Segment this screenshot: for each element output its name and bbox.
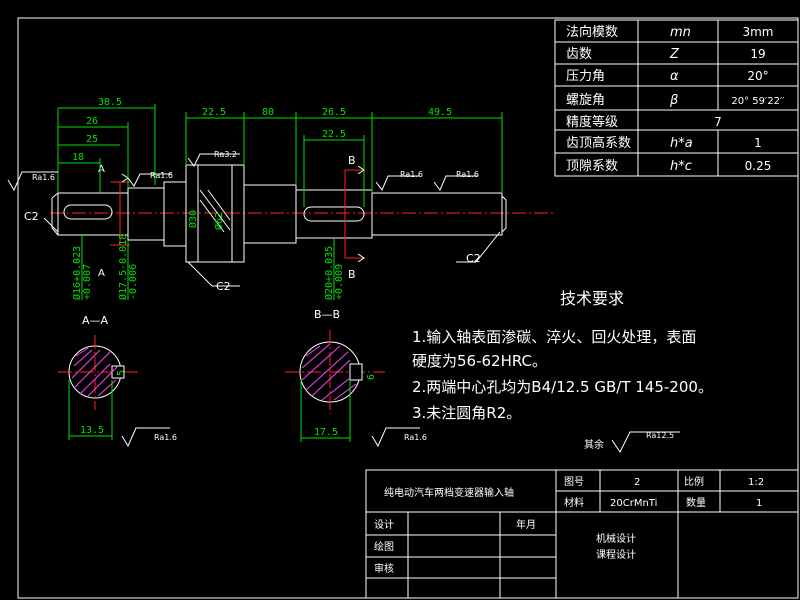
gear-parameter-table: 法向模数 mn 3mm 齿数 Z 19 压力角 α 20° 螺旋角 β 20° 59′22′′ 精度等级… xyxy=(554,19,799,177)
param-name: 齿数 xyxy=(566,47,592,62)
roughness-bb: Ra1.6 xyxy=(404,433,427,442)
param-name: 压力角 xyxy=(566,69,605,84)
param-symbol: h*c xyxy=(670,159,692,174)
tech-title: 技术要求 xyxy=(560,289,624,308)
dim-80: 80 xyxy=(262,107,274,118)
dim-aa-5: 5 xyxy=(116,370,127,376)
dimension-lines: 38.5 26 25 18 22.5 80 26.5 22.5 49.5 Ø16… xyxy=(57,97,503,300)
roughness-symbols: Ra1.6 Ra1.6 Ra3.2 Ra1.6 Ra1.6 Ra1.6 Ra1.… xyxy=(7,150,680,453)
tech-line-4: 3.未注圆角R2。 xyxy=(412,404,521,422)
dim-17-5: 17.5 xyxy=(314,427,338,438)
dim-26: 26 xyxy=(86,116,98,127)
dim-26-5: 26.5 xyxy=(322,107,346,118)
dim-d17-5: Ø17.5-0.018-0.006 xyxy=(117,234,139,300)
param-symbol: Z xyxy=(669,47,680,62)
dim-d62: Ø62 xyxy=(213,212,225,230)
section-b-b: B—B 17.5 6 xyxy=(285,308,385,442)
drawing-frame xyxy=(17,17,799,599)
tech-line-3: 2.两端中心孔均为B4/12.5 GB/T 145-200。 xyxy=(412,378,713,396)
section-label-b-bottom: B xyxy=(348,268,356,281)
dim-49-5: 49.5 xyxy=(428,107,452,118)
param-value: 20° 59′22′′ xyxy=(731,96,785,107)
dim-bb-6: 6 xyxy=(366,374,377,380)
param-symbol: h*a xyxy=(670,136,693,151)
section-a-a: A—A 13.5 5 xyxy=(58,314,140,440)
dim-38-5: 38.5 xyxy=(98,97,122,108)
param-symbol: mn xyxy=(670,25,691,40)
param-value: 0.25 xyxy=(745,159,772,173)
date-label: 年月 xyxy=(516,518,536,531)
section-label-b-top: B xyxy=(348,154,356,167)
section-bb-title: B—B xyxy=(314,308,340,321)
shaft-main-view xyxy=(50,164,555,263)
design-label: 设计 xyxy=(374,518,394,531)
roughness-mid: Ra1.6 xyxy=(400,170,423,179)
dim-d16: Ø16+0.023+0.007 xyxy=(71,246,93,300)
scale-label: 比例 xyxy=(684,475,704,488)
param-symbol: α xyxy=(670,69,679,84)
dim-13-5: 13.5 xyxy=(80,425,104,436)
param-value: 1 xyxy=(754,136,762,150)
title-block: 纯电动汽车两档变速器输入轴 图号 2 比例 1:2 材料 20CrMnTi 数量… xyxy=(365,469,799,599)
section-aa-title: A—A xyxy=(82,314,109,327)
roughness-aa: Ra1.6 xyxy=(154,433,177,442)
dim-d30: Ø30 xyxy=(187,210,199,228)
roughness-step: Ra1.6 xyxy=(150,171,173,180)
param-name: 精度等级 xyxy=(566,114,618,130)
param-value: 7 xyxy=(714,115,722,129)
param-value: 19 xyxy=(750,47,765,61)
param-symbol: β xyxy=(669,93,678,108)
others-label: 其余 xyxy=(584,438,604,451)
dim-18: 18 xyxy=(72,152,84,163)
course-line-2: 课程设计 xyxy=(596,548,636,561)
scale-value: 1:2 xyxy=(748,477,764,488)
chamfer-right: C2 xyxy=(466,252,481,265)
param-name: 齿顶高系数 xyxy=(566,135,631,151)
param-name: 螺旋角 xyxy=(566,93,605,108)
roughness-left: Ra1.6 xyxy=(32,173,55,182)
param-value: 20° xyxy=(747,69,768,83)
chamfer-gear: C2 xyxy=(216,280,231,293)
section-label-a-top: A xyxy=(98,164,105,175)
tech-line-2: 硬度为56-62HRC。 xyxy=(412,352,547,370)
draw-label: 绘图 xyxy=(374,540,394,553)
technical-requirements: 技术要求 1.输入轴表面渗碳、淬火、回火处理，表面 硬度为56-62HRC。 2… xyxy=(412,289,713,422)
roughness-right: Ra1.6 xyxy=(456,170,479,179)
qty-label: 数量 xyxy=(686,496,706,509)
dim-25: 25 xyxy=(86,134,98,145)
material-label: 材料 xyxy=(564,496,584,509)
roughness-others: Ra12.5 xyxy=(646,431,674,440)
section-label-a-bottom: A xyxy=(98,268,105,279)
qty-value: 1 xyxy=(756,498,762,509)
dim-22-5-key: 22.5 xyxy=(322,129,346,140)
param-value: 3mm xyxy=(742,25,773,39)
part-name: 纯电动汽车两档变速器输入轴 xyxy=(384,486,514,499)
drawing-no-label: 图号 xyxy=(564,476,584,488)
course-line-1: 机械设计 xyxy=(596,532,636,545)
dim-22-5-gear: 22.5 xyxy=(202,107,226,118)
tech-line-1: 1.输入轴表面渗碳、淬火、回火处理，表面 xyxy=(412,328,696,346)
chamfer-left: C2 xyxy=(24,210,39,223)
chamfer-callouts: C2 C2 C2 xyxy=(24,210,501,293)
check-label: 审核 xyxy=(374,562,394,575)
roughness-gear: Ra3.2 xyxy=(214,150,237,159)
param-name: 法向模数 xyxy=(566,24,618,40)
material-value: 20CrMnTi xyxy=(610,498,657,509)
drawing-no: 2 xyxy=(634,477,640,488)
param-name: 顶隙系数 xyxy=(566,159,618,174)
dim-d20: Ø20+0.035+0.009 xyxy=(323,246,345,300)
